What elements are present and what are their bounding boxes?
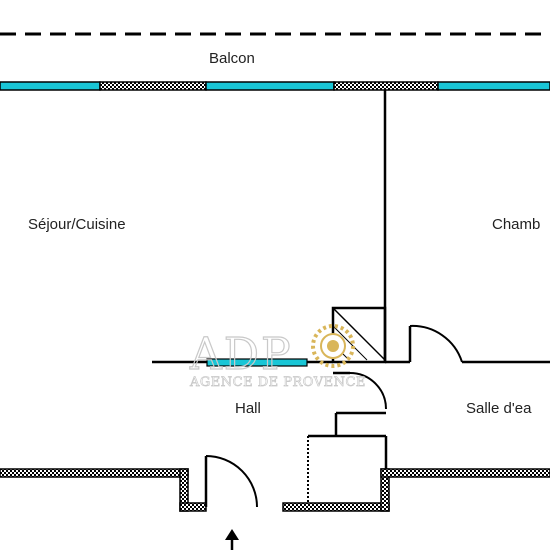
room-label-balcony: Balcon (209, 50, 255, 67)
room-label-living-kitchen: Séjour/Cuisine (28, 216, 126, 233)
hall-cupboard (307, 413, 388, 506)
bathroom-door (333, 371, 387, 415)
facade-wall-2 (333, 81, 439, 91)
sun-logo-icon (311, 324, 355, 368)
agency-watermark: ADP AGENCE DE PROVENCE (188, 324, 366, 390)
window-3 (437, 81, 550, 91)
top-facade (0, 81, 550, 91)
entrance-door (204, 455, 258, 508)
room-label-bedroom: Chamb (492, 216, 540, 233)
room-label-hall: Hall (235, 400, 261, 417)
window-1 (0, 81, 101, 91)
entrance-arrow-icon (225, 529, 239, 550)
watermark-logo-letters: ADP (189, 329, 293, 380)
bottom-wall (0, 468, 550, 512)
watermark-agency-name: AGENCE DE PROVENCE (189, 375, 366, 390)
facade-wall-1 (99, 81, 207, 91)
hall-window (206, 358, 308, 367)
bedroom-door (408, 324, 463, 363)
room-label-shower-room: Salle d'ea (466, 400, 532, 417)
window-2 (205, 81, 335, 91)
